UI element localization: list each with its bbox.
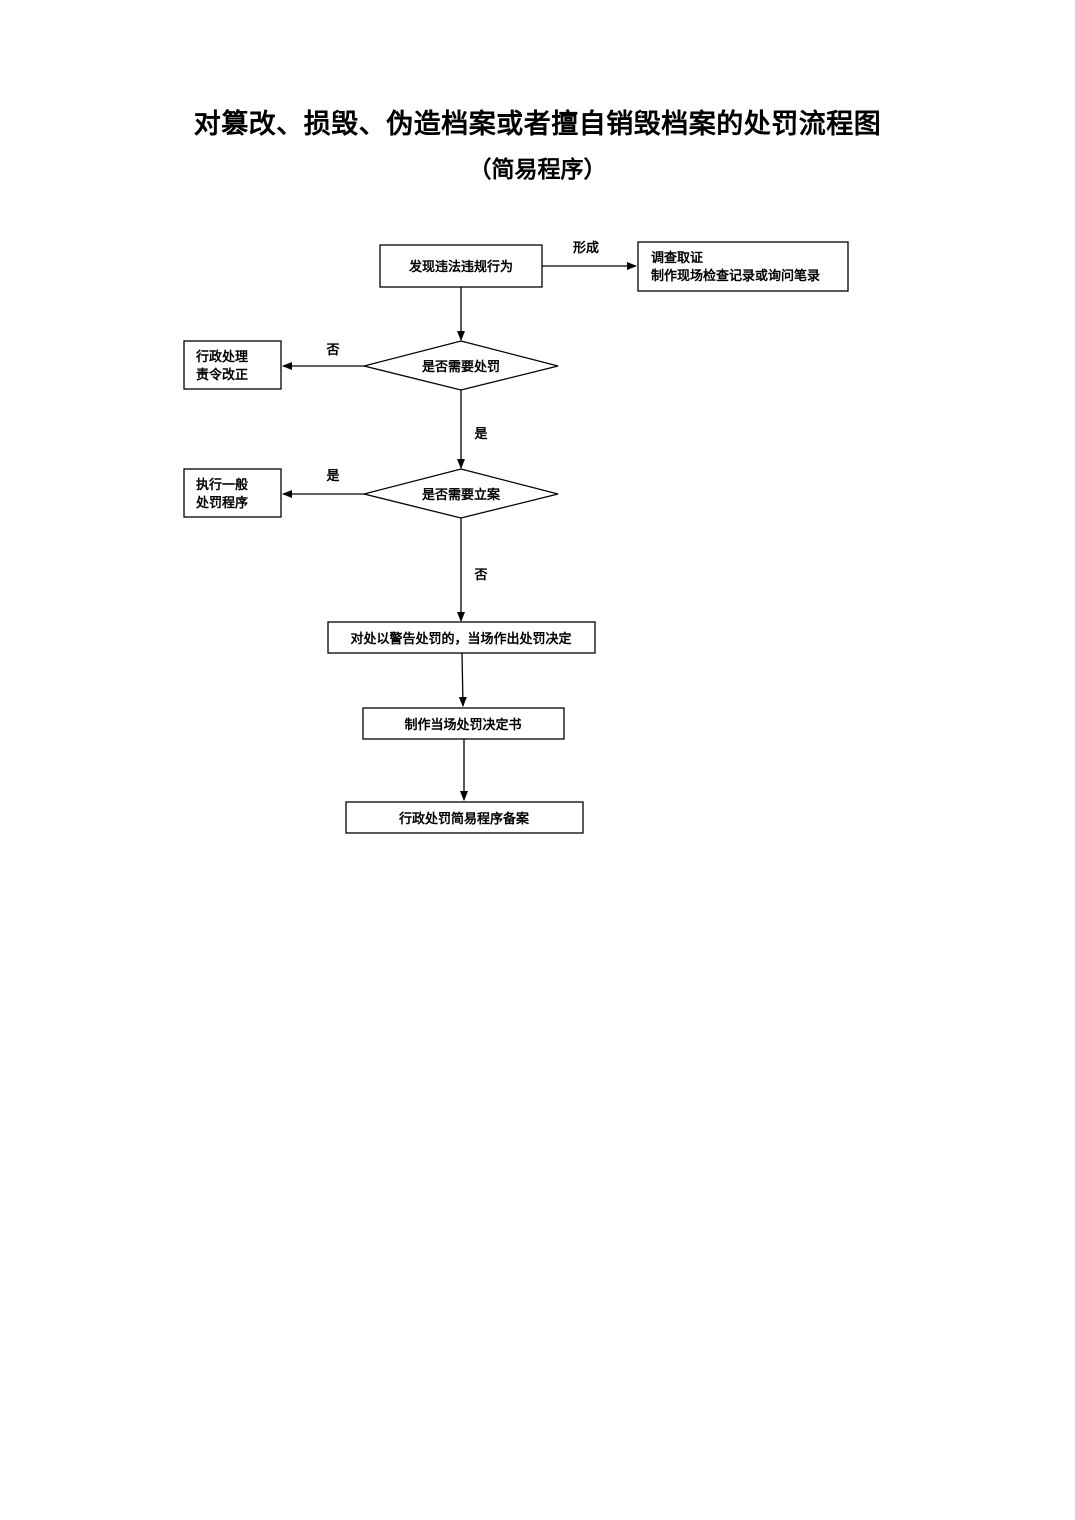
node-admin-line2: 责令改正 (196, 367, 248, 383)
node-warning-decision-label: 对处以警告处罚的，当场作出处罚决定 (350, 631, 571, 647)
node-investigate-line1: 调查取证 (651, 250, 703, 266)
node-need-penalty: 是否需要处罚 (363, 340, 559, 391)
node-general-line2: 处罚程序 (195, 495, 248, 511)
node-general: 执行一般 处罚程序 (183, 468, 282, 518)
edge-label-form: 形成 (573, 240, 599, 256)
node-admin-line1: 行政处理 (195, 349, 248, 365)
edge-warning-make (458, 652, 467, 707)
edge-label-no-1: 否 (325, 343, 339, 358)
node-archive-label: 行政处罚简易程序备案 (398, 811, 530, 827)
node-make-decision: 制作当场处罚决定书 (362, 707, 565, 740)
edge-label-yes-2: 是 (325, 469, 340, 484)
node-discover: 发现违法违规行为 (379, 244, 543, 288)
node-general-line1: 执行一般 (196, 477, 248, 493)
node-discover-label: 发现违法违规行为 (408, 259, 513, 275)
node-investigate-line2: 制作现场检查记录或询问笔录 (651, 268, 820, 284)
node-need-penalty-label: 是否需要处罚 (421, 359, 500, 375)
page-title: 对篡改、损毁、伪造档案或者擅自销毁档案的处罚流程图 (193, 109, 882, 140)
node-need-case: 是否需要立案 (363, 468, 559, 519)
edge-label-no-2: 否 (473, 568, 487, 583)
node-archive: 行政处罚简易程序备案 (345, 801, 584, 834)
node-admin: 行政处理 责令改正 (183, 340, 282, 390)
node-warning-decision: 对处以警告处罚的，当场作出处罚决定 (327, 621, 596, 654)
node-make-decision-label: 制作当场处罚决定书 (404, 717, 521, 733)
page-subtitle: （简易程序） (468, 157, 607, 183)
edge-label-yes-1: 是 (473, 427, 488, 442)
node-need-case-label: 是否需要立案 (421, 487, 501, 503)
node-investigate: 调查取证 制作现场检查记录或询问笔录 (637, 241, 849, 292)
